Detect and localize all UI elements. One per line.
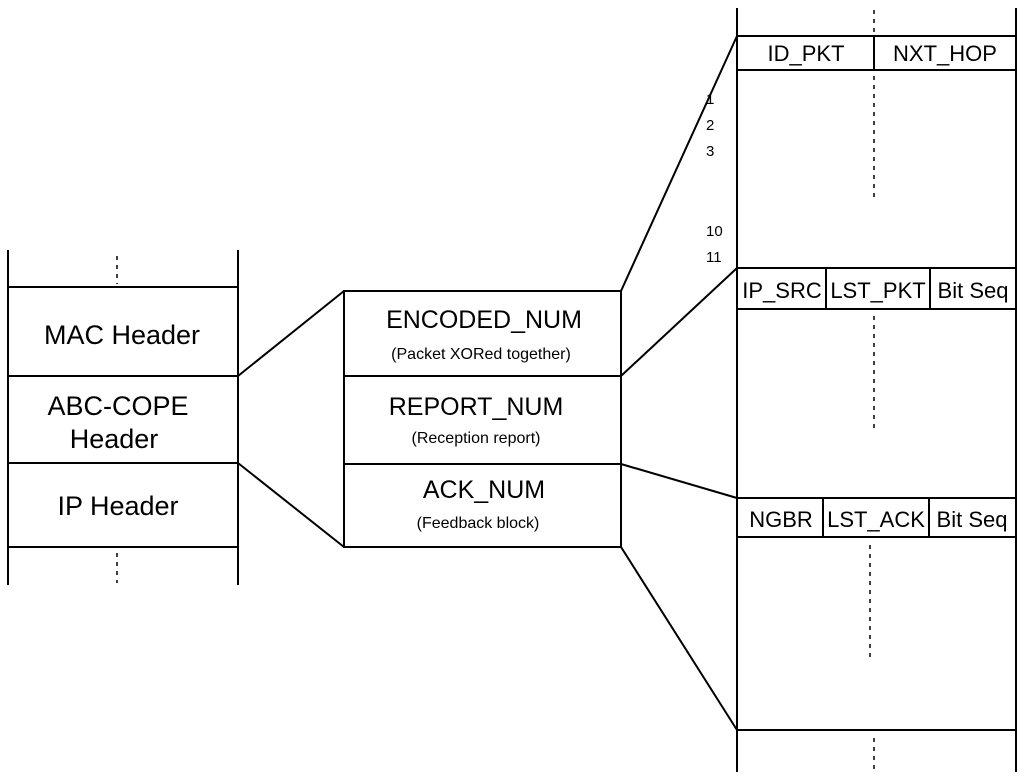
column-id-pkt: ID_PKT bbox=[767, 41, 844, 66]
column-lst-pkt: LST_PKT bbox=[830, 278, 925, 303]
column-lst-ack: LST_ACK bbox=[827, 507, 925, 532]
abc-cope-header-block bbox=[343, 290, 622, 548]
left-to-middle-connectors bbox=[237, 290, 345, 548]
ip-header-label: IP Header bbox=[57, 491, 178, 521]
abc-cope-header-label-line1: ABC-COPE bbox=[47, 391, 188, 421]
report-num-label: REPORT_NUM bbox=[389, 393, 564, 421]
column-ip-src: IP_SRC bbox=[742, 278, 822, 303]
right-field-table bbox=[736, 8, 1017, 772]
row-index-11: 11 bbox=[706, 249, 722, 266]
ack-num-label: ACK_NUM bbox=[423, 476, 545, 504]
column-nxt-hop: NXT_HOP bbox=[893, 41, 997, 66]
row-index-2: 2 bbox=[706, 117, 714, 134]
left-header-stack bbox=[7, 250, 239, 585]
abc-cope-header-label-line2: Header bbox=[70, 424, 159, 454]
encoded-num-description: (Packet XORed together) bbox=[391, 346, 571, 363]
column-ack-bit-seq: Bit Seq bbox=[937, 507, 1008, 532]
middle-to-right-connectors bbox=[620, 35, 738, 731]
report-num-description: (Reception report) bbox=[412, 430, 541, 447]
encoded-num-label: ENCODED_NUM bbox=[386, 306, 582, 334]
row-index-10: 10 bbox=[706, 223, 723, 240]
column-report-bit-seq: Bit Seq bbox=[938, 278, 1009, 303]
mac-header-label: MAC Header bbox=[44, 320, 200, 350]
ack-num-description: (Feedback block) bbox=[417, 515, 540, 532]
row-index-3: 3 bbox=[706, 143, 714, 160]
column-ngbr: NGBR bbox=[749, 507, 813, 532]
row-index-1: 1 bbox=[706, 91, 714, 108]
